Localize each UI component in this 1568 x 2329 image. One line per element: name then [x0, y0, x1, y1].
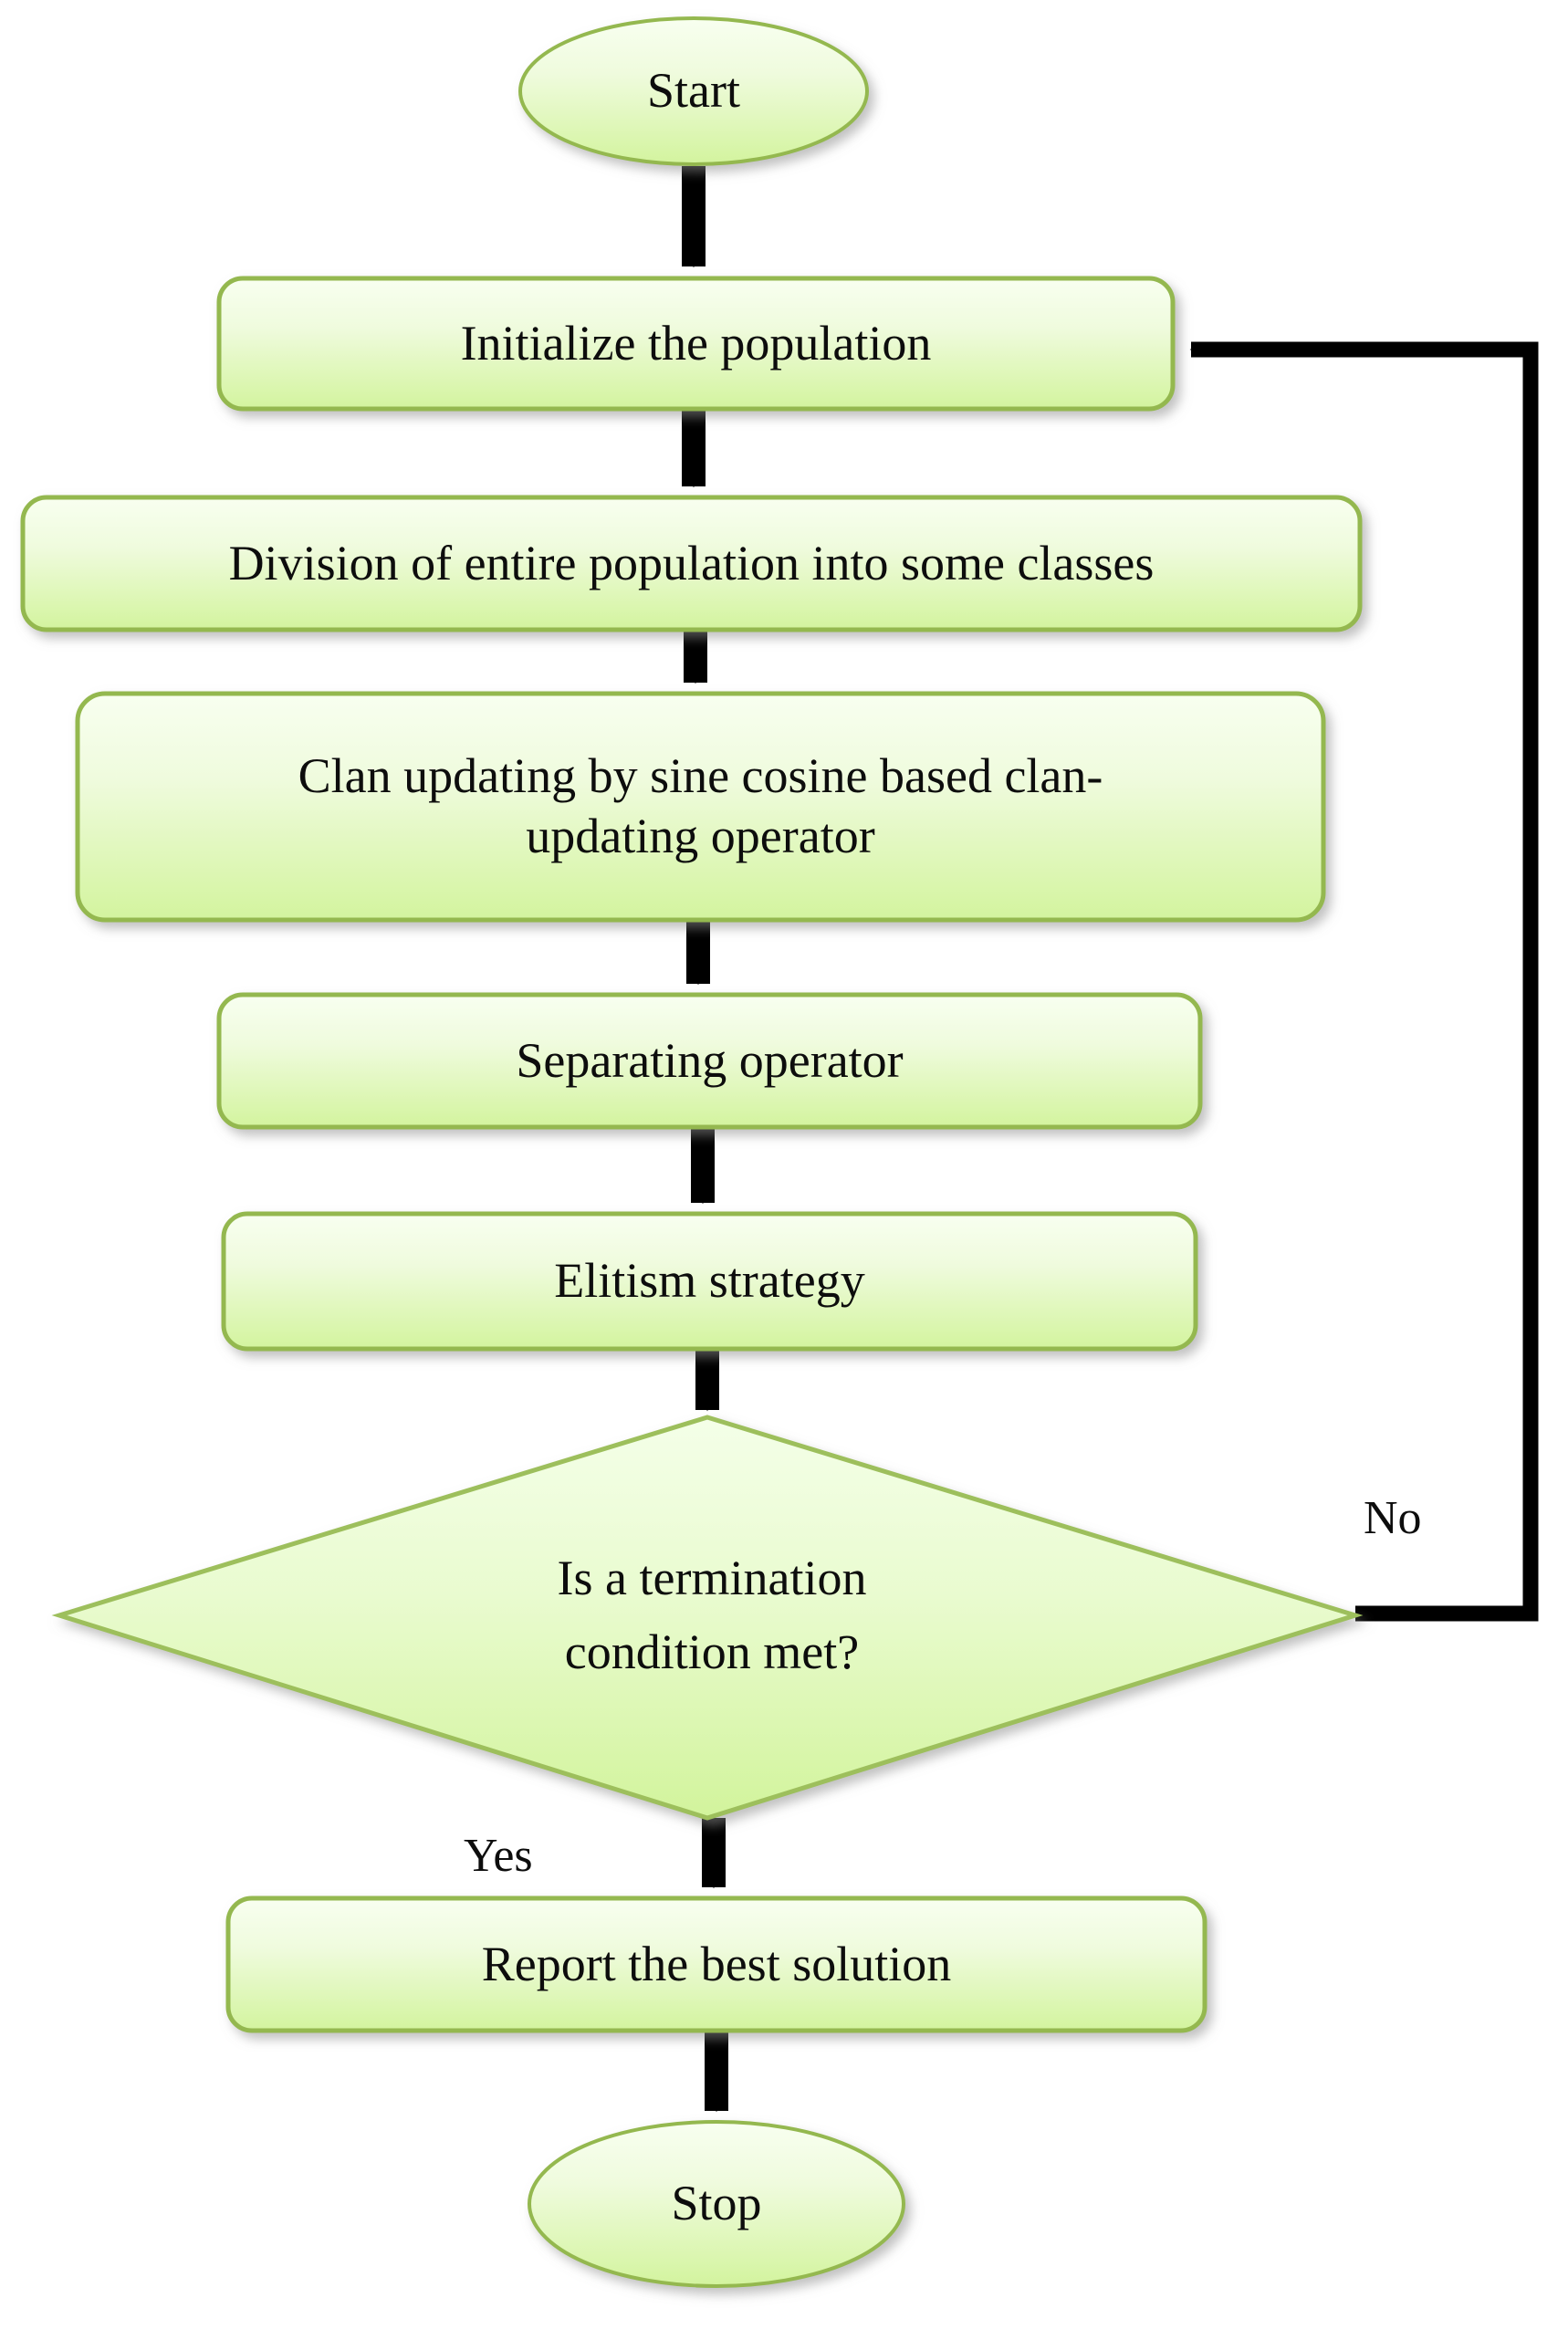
node-stop[interactable]	[528, 2120, 905, 2288]
node-elitism-strategy-hit[interactable]	[224, 1214, 1196, 1349]
node-initialize-hit[interactable]	[219, 278, 1173, 409]
edge-label-yes: Yes	[464, 1830, 533, 1882]
node-elitism-strategy[interactable]	[221, 1211, 1198, 1352]
node-division-hit[interactable]	[23, 497, 1360, 630]
node-separating-operator-hit[interactable]	[219, 995, 1200, 1127]
node-report-best[interactable]	[225, 1896, 1207, 2033]
node-division[interactable]	[20, 495, 1363, 632]
node-clan-updating-hit[interactable]	[78, 694, 1323, 920]
edge-label-no: No	[1364, 1492, 1422, 1544]
node-report-best-hit[interactable]	[228, 1898, 1205, 2031]
edge-termination-no-loop	[1189, 341, 1539, 1622]
node-stop-hit[interactable]	[529, 2122, 904, 2286]
node-separating-operator[interactable]	[216, 992, 1203, 1130]
node-termination-check-hit[interactable]	[59, 1417, 1355, 1818]
node-initialize[interactable]	[216, 276, 1176, 412]
node-start[interactable]	[518, 16, 869, 166]
node-start-hit[interactable]	[520, 18, 867, 164]
node-termination-check[interactable]	[51, 1415, 1364, 1821]
node-clan-updating[interactable]	[75, 691, 1326, 923]
